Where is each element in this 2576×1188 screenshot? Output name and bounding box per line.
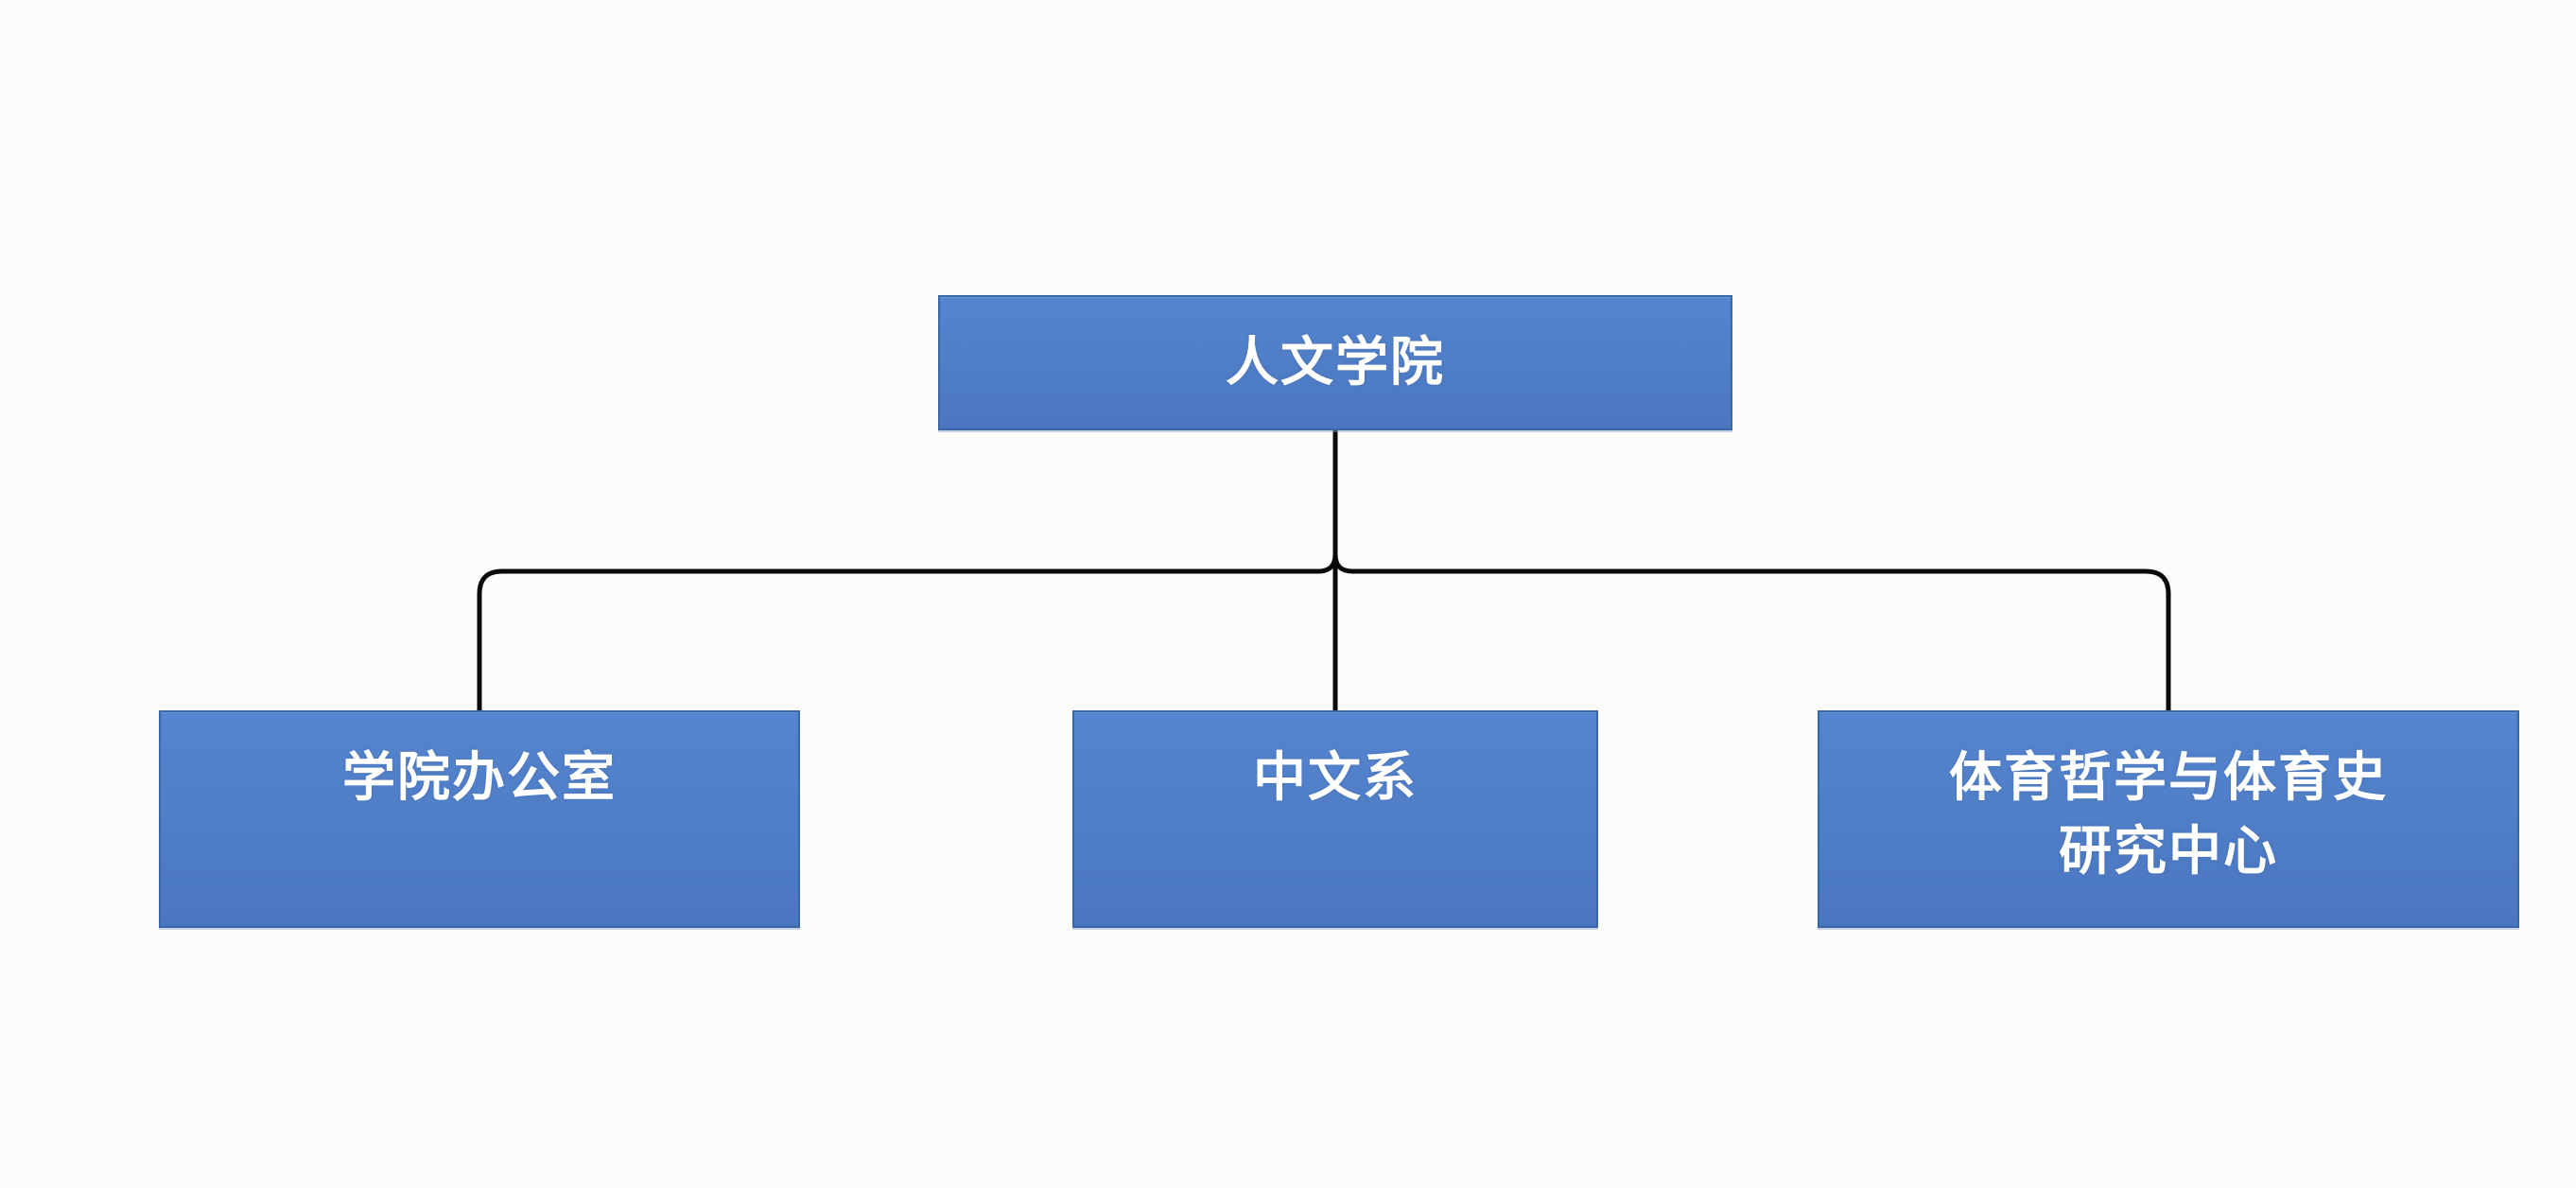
node-college-office-label: 学院办公室 bbox=[342, 747, 617, 807]
node-chinese-department-label: 中文系 bbox=[1253, 747, 1418, 807]
node-humanities-college-label: 人文学院 bbox=[1226, 332, 1445, 392]
node-humanities-college: 人文学院 bbox=[938, 295, 1732, 430]
connector-left-branch bbox=[477, 553, 1338, 710]
node-college-office: 学院办公室 bbox=[159, 710, 800, 928]
node-sports-philosophy-history-center-label: 体育哲学与体育史 研究中心 bbox=[1949, 747, 2388, 881]
connector-right-branch bbox=[1332, 553, 2171, 710]
node-sports-philosophy-history-center: 体育哲学与体育史 研究中心 bbox=[1818, 710, 2519, 928]
node-chinese-department: 中文系 bbox=[1072, 710, 1598, 928]
